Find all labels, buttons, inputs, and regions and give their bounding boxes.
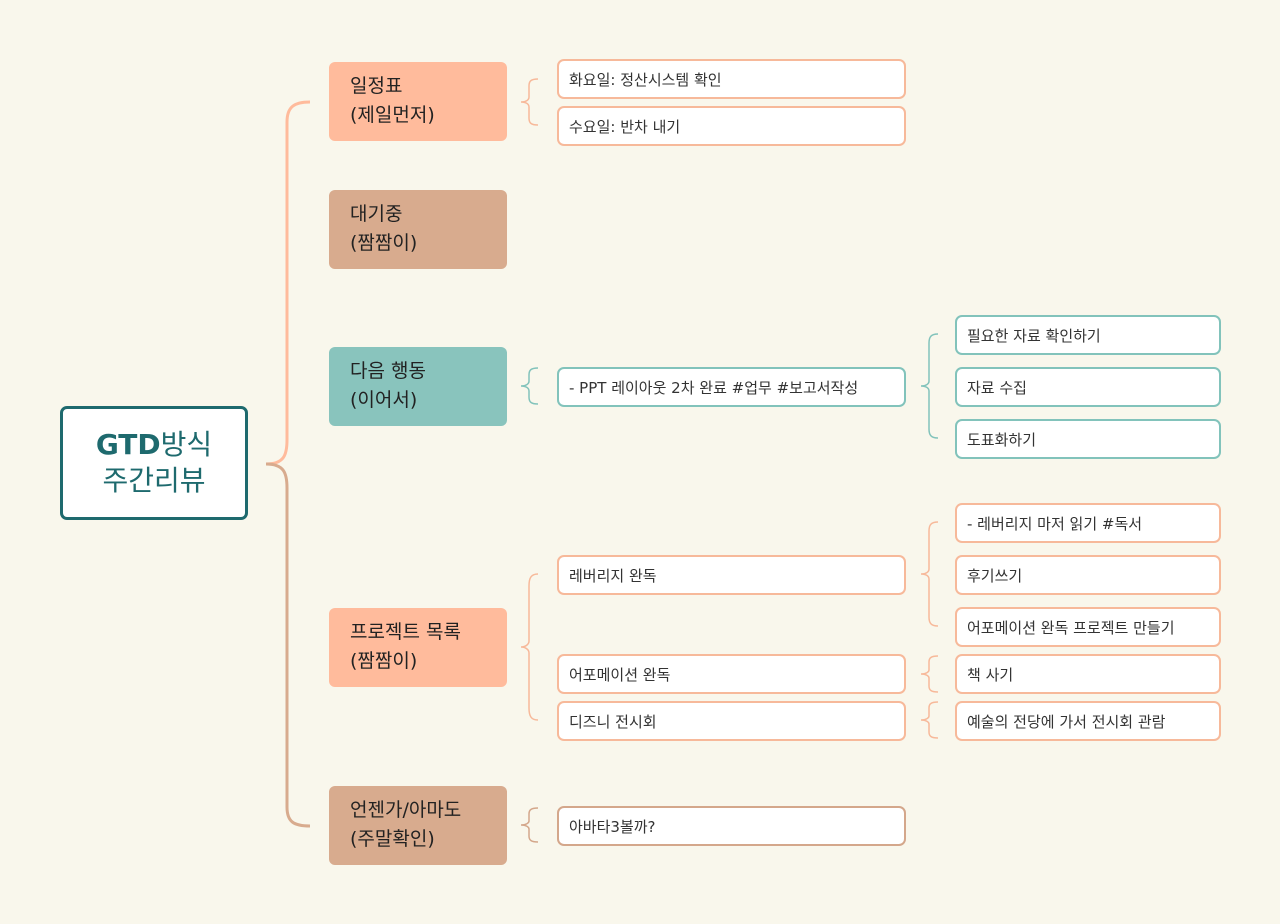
project-subitem[interactable]: 후기쓰기 — [955, 555, 1221, 595]
project-subitem[interactable]: 책 사기 — [955, 654, 1221, 694]
category-schedule[interactable]: 일정표 (제일먼저) — [329, 62, 507, 141]
root-branch-lower — [265, 462, 311, 828]
root-branch-upper — [265, 100, 311, 466]
next-action-subitem[interactable]: 도표화하기 — [955, 419, 1221, 459]
root-node[interactable]: GTD방식 주간리뷰 — [60, 406, 248, 520]
project-subitem[interactable]: 예술의 전당에 가서 전시회 관람 — [955, 701, 1221, 741]
next-action-subitem[interactable]: 자료 수집 — [955, 367, 1221, 407]
category-someday[interactable]: 언젠가/아마도 (주말확인) — [329, 786, 507, 865]
next-action-subitem[interactable]: 필요한 자료 확인하기 — [955, 315, 1221, 355]
category-someday-title: 언젠가/아마도 — [350, 799, 462, 821]
category-schedule-subtitle: (제일먼저) — [350, 104, 435, 126]
project-subitem[interactable]: 어포메이션 완독 프로젝트 만들기 — [955, 607, 1221, 647]
project-item[interactable]: 어포메이션 완독 — [557, 654, 906, 694]
category-waiting[interactable]: 대기중 (짬짬이) — [329, 190, 507, 269]
schedule-item[interactable]: 화요일: 정산시스템 확인 — [557, 59, 906, 99]
category-projects-subtitle: (짬짬이) — [350, 650, 418, 672]
category-next-action-title: 다음 행동 — [350, 360, 426, 382]
category-next-action-subtitle: (이어서) — [350, 389, 418, 411]
brace-project-2-sub — [920, 655, 939, 693]
brace-schedule — [520, 78, 539, 126]
someday-item[interactable]: 아바타3볼까? — [557, 806, 906, 846]
category-projects[interactable]: 프로젝트 목록 (짬짬이) — [329, 608, 507, 687]
root-subtitle: 주간리뷰 — [102, 464, 206, 497]
root-title-bold: GTD — [95, 428, 161, 461]
brace-project-3-sub — [920, 701, 939, 739]
category-schedule-title: 일정표 — [350, 75, 403, 97]
project-subitem[interactable]: - 레버리지 마저 읽기 #독서 — [955, 503, 1221, 543]
brace-next-action — [520, 367, 539, 405]
brace-project-1-sub — [920, 521, 939, 627]
next-action-item[interactable]: - PPT 레이아웃 2차 완료 #업무 #보고서작성 — [557, 367, 906, 407]
category-projects-title: 프로젝트 목록 — [350, 621, 461, 643]
category-waiting-title: 대기중 — [350, 203, 403, 225]
category-next-action[interactable]: 다음 행동 (이어서) — [329, 347, 507, 426]
category-waiting-subtitle: (짬짬이) — [350, 232, 418, 254]
project-item[interactable]: 디즈니 전시회 — [557, 701, 906, 741]
category-someday-subtitle: (주말확인) — [350, 828, 435, 850]
root-title-rest: 방식 — [160, 428, 213, 461]
brace-someday — [520, 807, 539, 843]
brace-projects — [520, 573, 539, 721]
root-title: GTD방식 — [96, 427, 212, 463]
schedule-item[interactable]: 수요일: 반차 내기 — [557, 106, 906, 146]
project-item[interactable]: 레버리지 완독 — [557, 555, 906, 595]
brace-next-action-sub — [920, 333, 939, 439]
